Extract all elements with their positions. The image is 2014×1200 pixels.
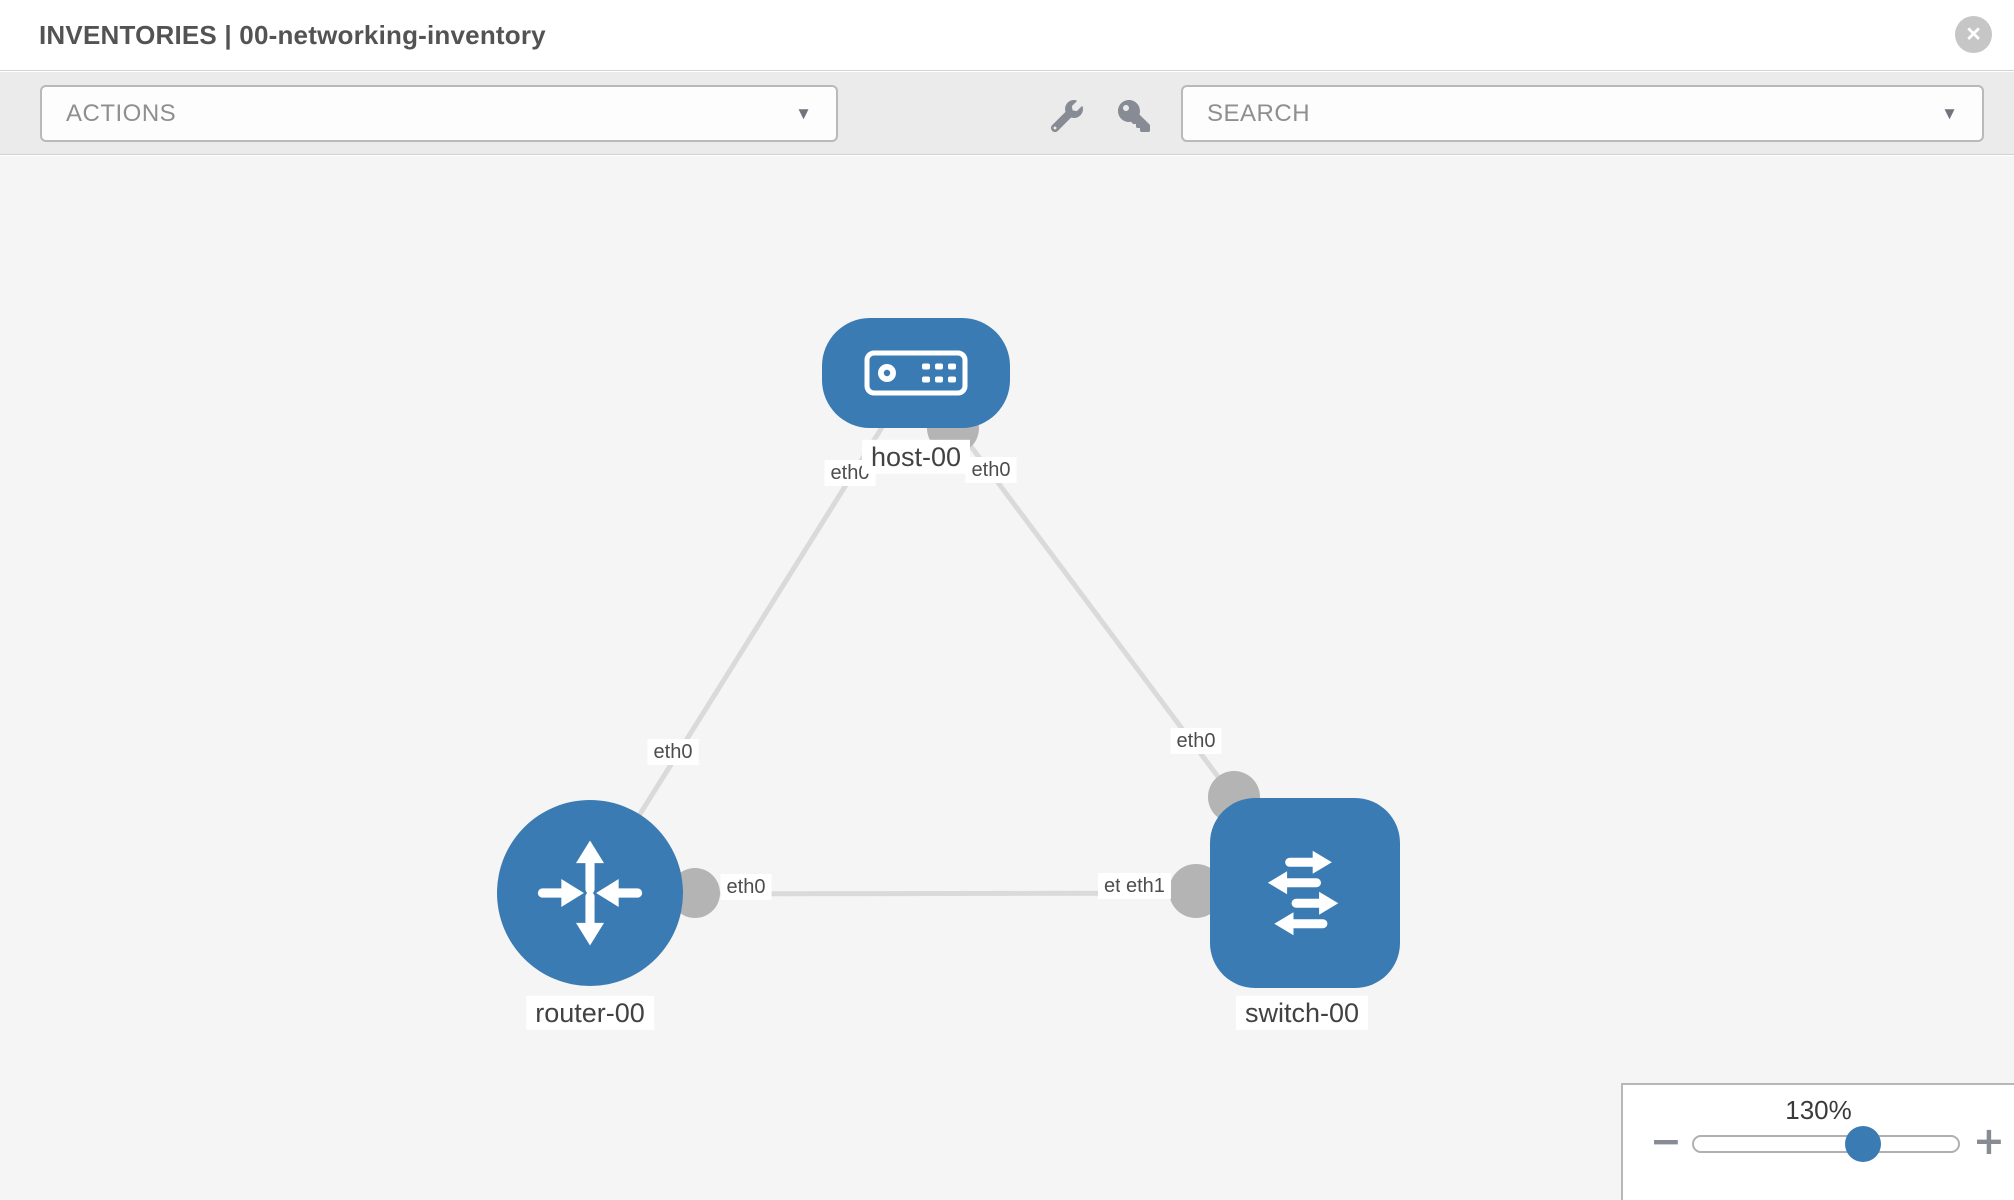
switch-icon <box>1267 850 1339 936</box>
link-host-router[interactable] <box>587 371 919 896</box>
close-button[interactable]: × <box>1955 16 1992 53</box>
titlebar: INVENTORIES | 00-networking-inventory × <box>0 0 2014 71</box>
node-router-00[interactable] <box>497 800 683 986</box>
close-icon: × <box>1966 20 1981 48</box>
chevron-down-icon: ▼ <box>1941 103 1958 123</box>
zoom-control-panel: 130% − + <box>1621 1083 2014 1200</box>
node-label-router: router-00 <box>526 995 654 1031</box>
zoom-level-value: 130% <box>1785 1095 1852 1125</box>
zoom-slider-track[interactable] <box>1692 1135 1960 1153</box>
page-title: INVENTORIES | 00-networking-inventory <box>39 20 546 50</box>
iface-label-switch-to-router: eth1 <box>1120 873 1171 899</box>
node-switch-00[interactable] <box>1210 798 1400 988</box>
search-dropdown[interactable]: SEARCH ▼ <box>1181 85 1984 142</box>
topology-canvas[interactable]: host-00 router-00 switch-00 eth0 eth0 et… <box>0 156 2014 1200</box>
interface-connector-switch-left[interactable] <box>1169 864 1223 918</box>
iface-label-router-to-host: eth0 <box>647 739 699 765</box>
node-label-host: host-00 <box>861 439 971 475</box>
iface-label-switch-to-host: eth0 <box>1170 728 1222 754</box>
zoom-slider-handle[interactable] <box>1845 1126 1881 1162</box>
iface-label-host-to-switch: eth0 <box>965 457 1017 483</box>
key-icon[interactable] <box>1118 100 1150 132</box>
search-dropdown-label: SEARCH <box>1207 99 1311 127</box>
node-label-switch: switch-00 <box>1235 995 1369 1031</box>
actions-dropdown-label: ACTIONS <box>66 99 177 127</box>
router-icon <box>537 840 643 946</box>
topology-links-layer <box>587 371 1308 918</box>
toolbar: ACTIONS ▼ SEARCH ▼ <box>0 72 2014 155</box>
interface-connector-router[interactable] <box>670 868 720 918</box>
host-icon <box>864 350 968 396</box>
zoom-in-button[interactable]: + <box>1973 1119 2005 1163</box>
chevron-down-icon: ▼ <box>795 103 812 123</box>
iface-label-router-to-switch: eth0 <box>720 874 772 900</box>
actions-dropdown[interactable]: ACTIONS ▼ <box>40 85 838 142</box>
node-host-00[interactable] <box>822 318 1010 428</box>
wrench-icon[interactable] <box>1051 100 1083 132</box>
zoom-out-button[interactable]: − <box>1650 1119 1682 1163</box>
